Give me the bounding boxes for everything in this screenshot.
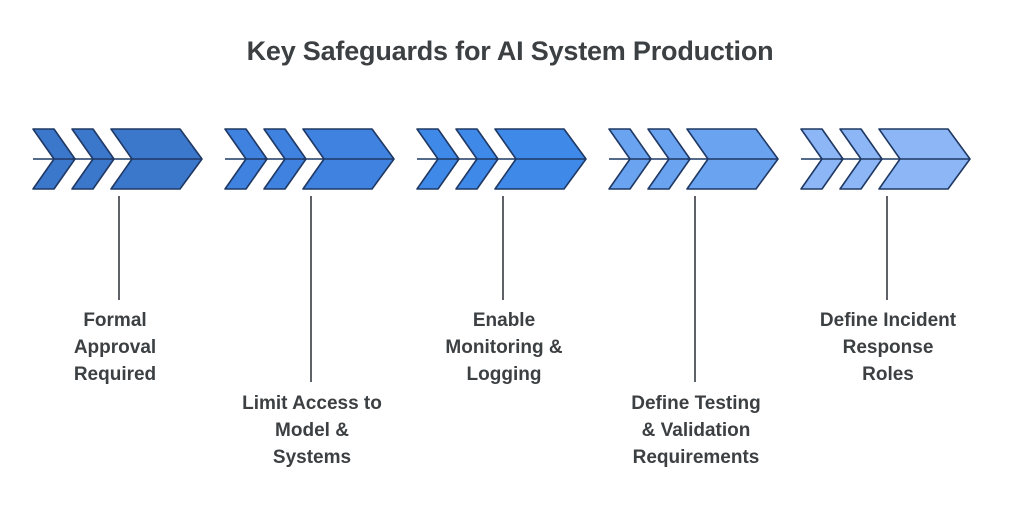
- chevron-set-icon: [416, 128, 587, 190]
- connector-line-1: [118, 196, 120, 300]
- chevron-large-2: [302, 128, 395, 190]
- chevron-group-4[interactable]: [606, 128, 786, 190]
- step-label-2: Limit Access to Model & Systems: [242, 393, 382, 468]
- connector-line-3: [502, 196, 504, 300]
- step-label-5: Define Incident Response Roles: [819, 310, 957, 385]
- chevron-small-1b: [71, 128, 115, 190]
- connector-line-5: [886, 196, 888, 300]
- chevron-group-1[interactable]: [30, 128, 210, 190]
- step-label-3: Enable Monitoring & Logging: [445, 310, 563, 385]
- chevron-large-5: [878, 128, 971, 190]
- connector-line-4: [694, 196, 696, 382]
- chevron-small-5b: [839, 128, 883, 190]
- chevron-large-1: [110, 128, 203, 190]
- chevron-set-icon: [608, 128, 779, 190]
- chevron-small-1a: [32, 128, 76, 190]
- chevron-set-icon: [800, 128, 971, 190]
- chevron-set-icon: [32, 128, 203, 190]
- chevron-group-3[interactable]: [414, 128, 594, 190]
- chevron-small-2b: [263, 128, 307, 190]
- chevron-small-5a: [800, 128, 844, 190]
- chevron-small-2a: [224, 128, 268, 190]
- step-label-4: Define Testing & Validation Requirements: [631, 393, 761, 468]
- chevron-small-3a: [416, 128, 460, 190]
- chevron-large-4: [686, 128, 779, 190]
- step-label-1: Formal Approval Required: [73, 310, 157, 385]
- chevron-small-3b: [455, 128, 499, 190]
- chevron-group-2[interactable]: [222, 128, 402, 190]
- page-title: Key Safeguards for AI System Production: [246, 36, 774, 66]
- chevron-set-icon: [224, 128, 395, 190]
- chevron-small-4a: [608, 128, 652, 190]
- connector-line-2: [310, 196, 312, 382]
- chevron-small-4b: [647, 128, 691, 190]
- chevron-large-3: [494, 128, 587, 190]
- chevron-group-5[interactable]: [798, 128, 978, 190]
